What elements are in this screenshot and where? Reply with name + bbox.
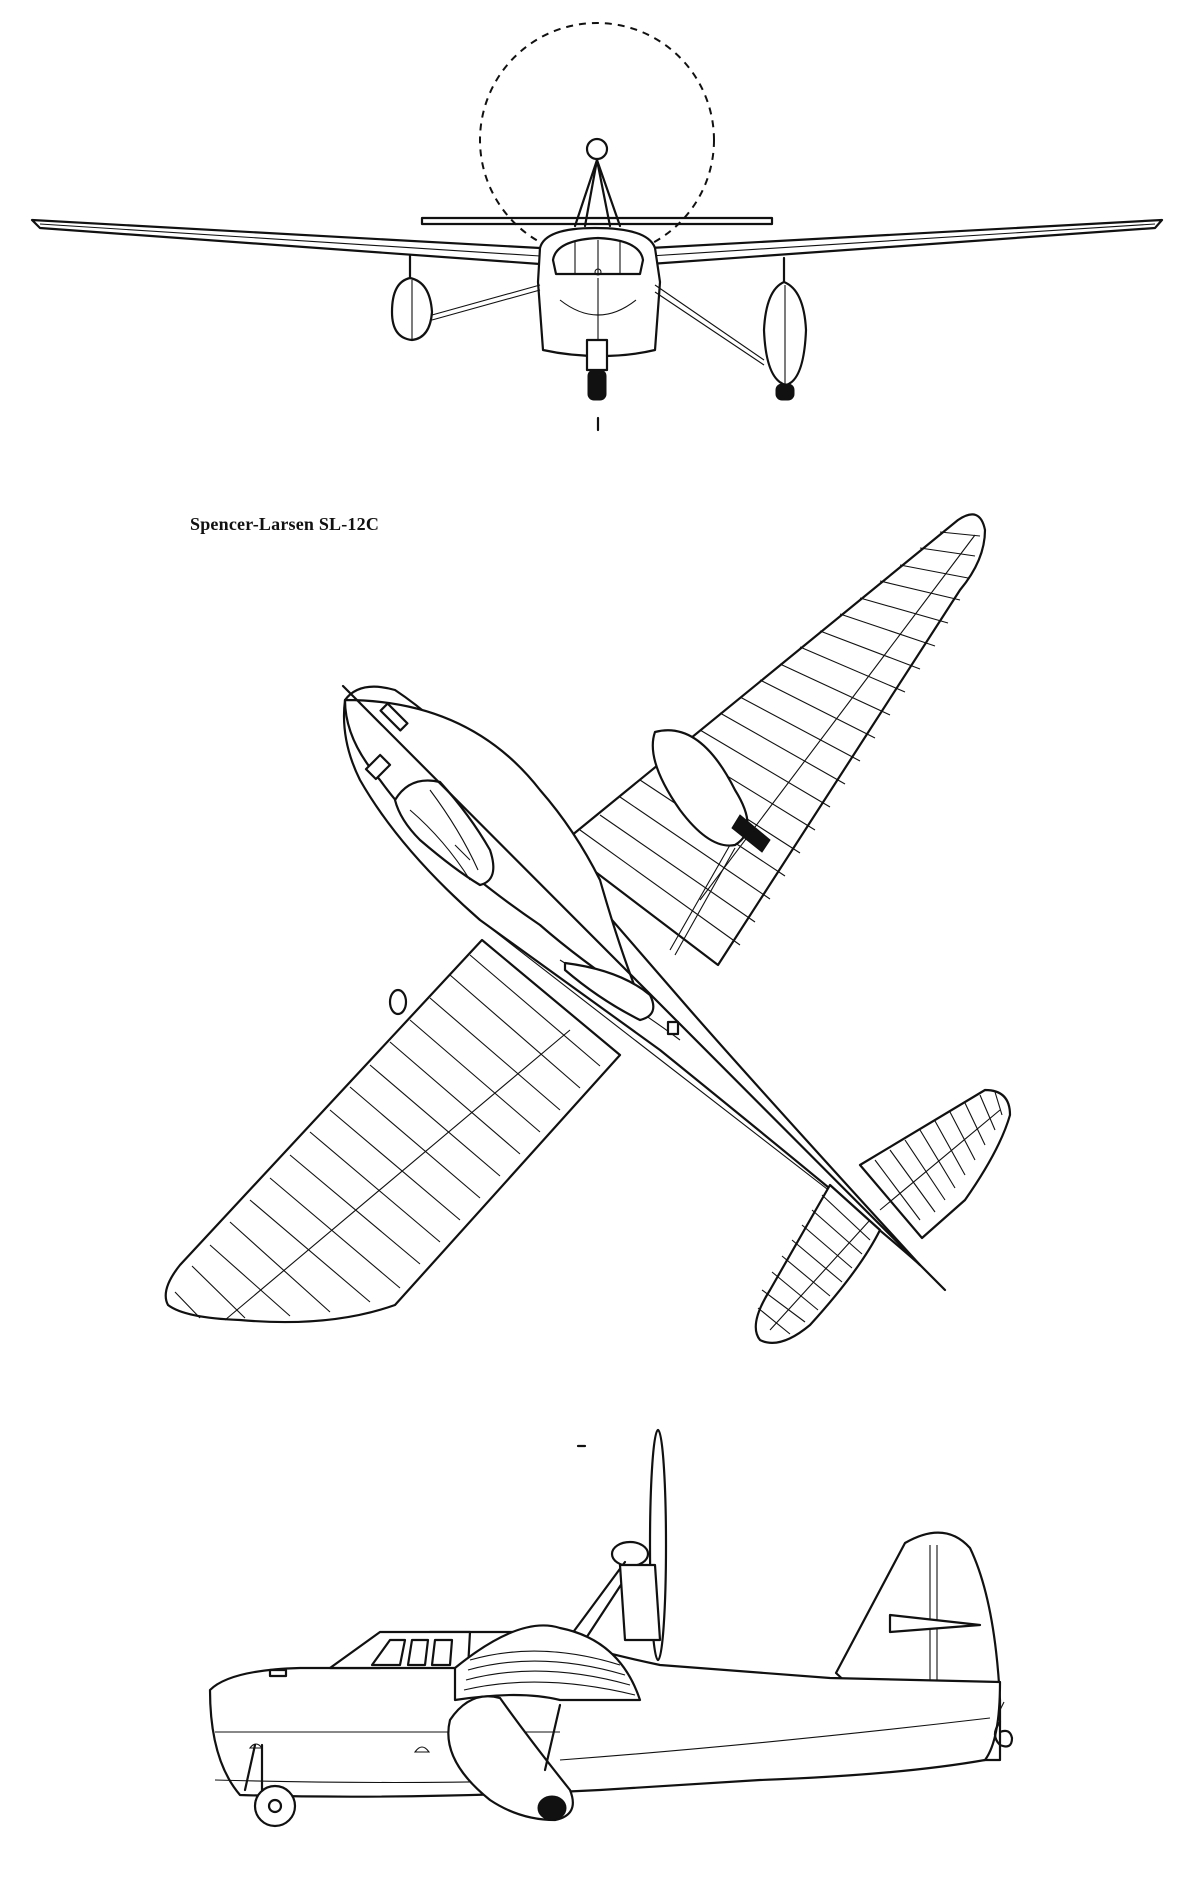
wing-lower-left-top [164, 938, 622, 1324]
tailplane-left-top [754, 1183, 882, 1344]
float-side [447, 1695, 574, 1822]
nose-gear-front [585, 338, 609, 372]
tailplane-front [420, 216, 774, 226]
artist-signature [993, 1701, 1014, 1748]
nacelle-top [651, 729, 749, 847]
side-view [208, 1428, 1002, 1828]
wing-ribs-lower-left [174, 954, 601, 1319]
left-wing-front [30, 218, 542, 266]
right-wing-front [648, 218, 1164, 266]
wing-upper-right-top [558, 513, 987, 967]
engine-cowl-side [453, 1624, 642, 1702]
aircraft-title: Spencer-Larsen SL-12C [190, 514, 380, 534]
front-view [30, 22, 1164, 432]
top-view [164, 513, 1012, 1344]
